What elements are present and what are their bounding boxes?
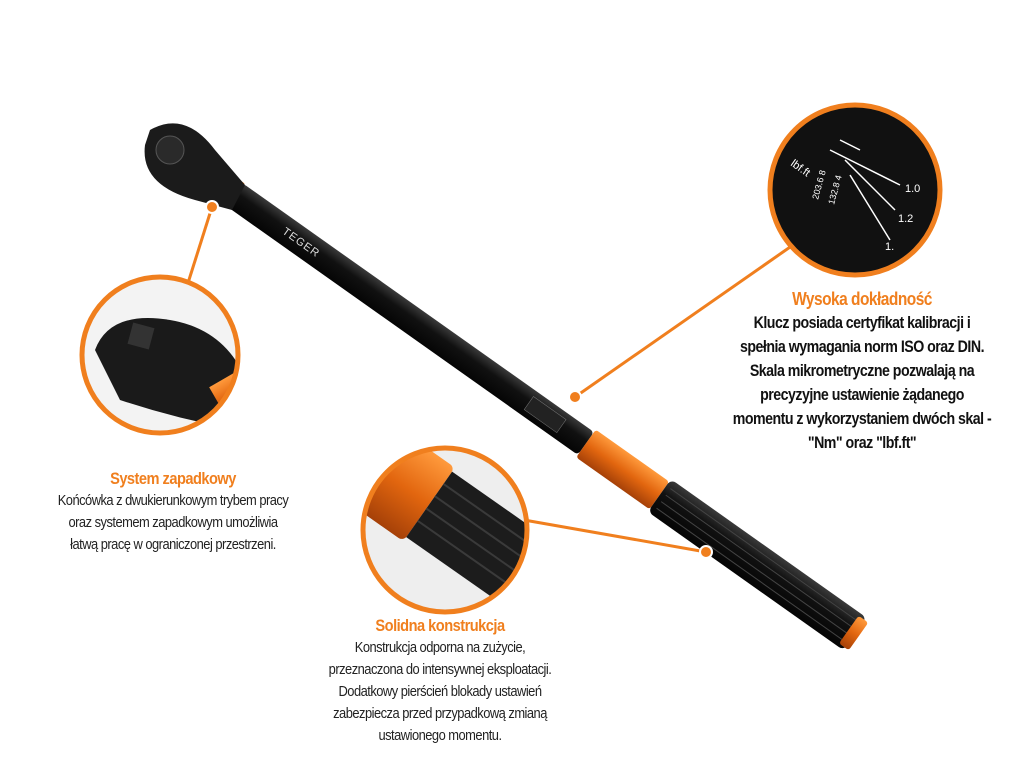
callout-line: "Nm" oraz "lbf.ft" <box>807 434 917 452</box>
callout-line: Dodatkowy pierścień blokady ustawień <box>338 683 542 700</box>
torque-wrench: TEGER <box>219 178 868 650</box>
svg-text:1.: 1. <box>885 241 894 253</box>
callout-line: precyzyjne ustawienie żądanego <box>760 386 964 404</box>
callout-title: System zapadkowy <box>110 469 236 488</box>
callout-accuracy: Wysoka dokładność Klucz posiada certyfik… <box>700 287 1024 455</box>
callout-line: Konstrukcja odporna na zużycie, <box>354 639 526 656</box>
callout-line: oraz systemem zapadkowym umożliwia <box>68 514 278 531</box>
callout-ratchet: System zapadkowy Końcówka z dwukierunkow… <box>13 468 333 556</box>
ratchet-head <box>144 123 245 210</box>
callout-line: momentu z wykorzystaniem dwóch skal - <box>732 410 992 428</box>
callout-line: spełnia wymagania norm ISO oraz DIN. <box>739 338 985 356</box>
ratchet-detail-circle <box>79 274 241 436</box>
svg-text:1.2: 1.2 <box>898 213 913 225</box>
callout-connectors <box>186 206 794 554</box>
callout-title: Solidna konstrukcja <box>375 616 505 635</box>
scale-detail-circle: lbf.ft 1.01.21. 203.6 8 132.8 4 <box>767 102 943 278</box>
callout-line: łatwą pracę w ograniczonej przestrzeni. <box>70 536 276 553</box>
svg-text:1.0: 1.0 <box>905 183 920 195</box>
callout-title: Wysoka dokładność <box>792 289 932 309</box>
callout-line: przeznaczona do intensywnej eksploatacji… <box>328 661 552 678</box>
handle-detail-circle <box>360 445 530 615</box>
callout-construction: Solidna konstrukcja Konstrukcja odporna … <box>275 615 605 747</box>
callout-line: Końcówka z dwukierunkowym trybem pracy <box>57 492 289 509</box>
callout-line: zabezpiecza przed przypadkową zmianą <box>333 705 547 722</box>
callout-line: ustawionego momentu. <box>378 727 502 744</box>
callout-line: Skala mikrometryczne pozwalają na <box>749 362 975 380</box>
callout-line: Klucz posiada certyfikat kalibracji i <box>753 314 971 332</box>
